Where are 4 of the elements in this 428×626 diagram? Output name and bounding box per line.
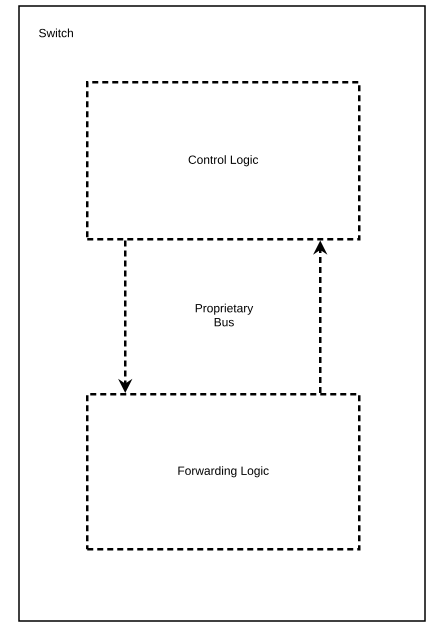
box-label: Control Logic [188, 155, 258, 166]
frame-heading: Switch [39, 28, 73, 38]
box-label: Forwarding Logic [178, 466, 269, 478]
bus-label: Proprietary Bus [196, 304, 254, 326]
